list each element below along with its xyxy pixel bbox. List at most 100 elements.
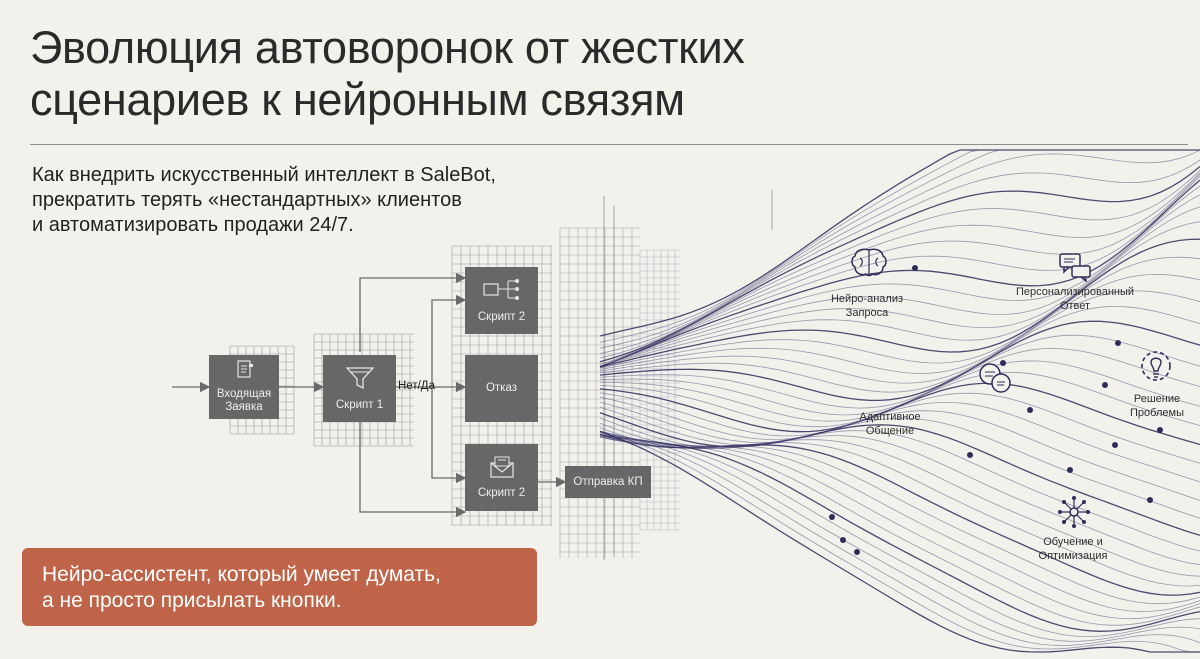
refusal-box: Отказ	[465, 355, 538, 422]
node-analysis-line-1: Нейро-анализ	[830, 293, 904, 305]
brain-icon	[848, 246, 890, 285]
node-solution-line-2: Проблемы	[1130, 407, 1184, 419]
node-adaptive-line-1: Адаптивное	[859, 411, 921, 423]
neural-wave-line	[599, 170, 1200, 365]
grid-fade	[639, 249, 680, 531]
neural-wave-line	[599, 433, 1200, 638]
callout-line-2: а не просто присылать кнопки.	[42, 589, 342, 612]
neural-wave-line	[599, 436, 1200, 620]
neural-wave-line	[599, 422, 1200, 566]
send-offer-box: Отправка КП	[565, 466, 651, 498]
arrow-script1-to-bottom	[359, 422, 467, 518]
title-line-2: сценариев к нейронным связям	[30, 74, 685, 125]
neural-wave-line	[599, 320, 1200, 402]
neural-wave-line	[599, 194, 1200, 367]
neural-wave-line	[599, 427, 1200, 577]
title-divider	[30, 144, 1188, 145]
neural-wave-line	[599, 435, 1200, 626]
subtitle-line-2: прекратить терять «нестандартных» клиент…	[32, 189, 462, 211]
neural-connection-dot	[1102, 382, 1108, 388]
neural-wave-line	[599, 430, 1200, 653]
arrow-split-to-script2-bottom	[431, 387, 467, 484]
neural-wave-line	[599, 406, 1200, 519]
subtitle: Как внедрить искусственный интеллект в S…	[32, 163, 592, 238]
neural-wave-line	[599, 417, 1200, 552]
neural-connection-dot	[1112, 442, 1118, 448]
neural-connection-dot	[1027, 407, 1033, 413]
incoming-label-line-2: Заявка	[225, 401, 263, 413]
node-personal-label: Персонализированный Ответ	[1016, 285, 1134, 313]
node-personal-line-1: Персонализированный	[1015, 286, 1135, 298]
neural-wave-line	[599, 392, 1200, 464]
lightbulb-gear-icon	[1138, 350, 1174, 393]
neural-connection-dot	[1067, 467, 1073, 473]
neural-wave-line	[599, 174, 1200, 368]
neural-wave-line	[599, 382, 1200, 446]
conversation-icon	[978, 362, 1012, 399]
node-learning-label: Обучение и Оптимизация	[1039, 535, 1108, 563]
subtitle-line-1: Как внедрить искусственный интеллект в S…	[32, 164, 496, 186]
neural-wave-line	[599, 290, 1200, 384]
node-adaptive-line-2: Общение	[865, 425, 915, 437]
refusal-label: Отказ	[485, 382, 518, 394]
neural-wave-line	[599, 412, 1200, 536]
neural-wave-line	[599, 176, 1200, 368]
script2-bottom-box: Скрипт 2	[465, 444, 538, 511]
node-adaptive-label: Адаптивное Общение	[859, 410, 920, 438]
neural-wave-line	[599, 401, 1200, 501]
funnel-icon	[345, 365, 375, 395]
neural-wave-line	[599, 306, 1200, 393]
neural-connection-dot	[1147, 497, 1153, 503]
node-personal-line-2: Ответ	[1059, 300, 1091, 312]
neural-wave-line	[599, 165, 1200, 363]
node-analysis-label: Нейро-анализ Запроса	[831, 292, 903, 320]
script1-label: Скрипт 1	[335, 399, 384, 411]
envelope-icon	[488, 455, 516, 483]
neural-wave-line	[599, 273, 1200, 374]
node-learning-line-2: Оптимизация	[1038, 550, 1108, 562]
incoming-request-box: Входящая Заявка	[209, 355, 279, 419]
callout-banner: Нейро-ассистент, который умеет думать, а…	[22, 548, 537, 626]
branch-chat-icon	[482, 277, 522, 307]
callout-line-1: Нейро-ассистент, который умеет думать,	[42, 563, 441, 586]
neural-wave-line	[599, 221, 1200, 367]
subtitle-line-3: и автоматизировать продажи 24/7.	[32, 214, 354, 236]
neural-wave-line	[599, 334, 1200, 409]
neural-wave-line	[599, 436, 1200, 612]
no-yes-label: Нет/Да	[398, 380, 435, 392]
neural-wave-line	[599, 159, 1200, 359]
neural-wave-line	[599, 149, 1200, 349]
neural-wave-line	[599, 172, 1200, 367]
neural-wave-line	[599, 430, 1200, 646]
neural-connection-dot	[829, 514, 835, 520]
neural-wave-line	[599, 179, 1200, 368]
page-title: Эволюция автоворонок от жестких сценарие…	[30, 22, 930, 126]
neural-wave-line	[599, 238, 1200, 368]
neural-wave-line	[599, 434, 1200, 632]
neural-wave-line	[599, 431, 1200, 642]
script1-box: Скрипт 1	[323, 355, 396, 422]
send-offer-label: Отправка КП	[573, 475, 643, 488]
neural-wave-line	[599, 431, 1200, 587]
neural-connection-dot	[1000, 360, 1006, 366]
flow-arrows	[172, 272, 567, 518]
script2-bottom-label: Скрипт 2	[477, 487, 526, 499]
neural-wave-line	[599, 396, 1200, 483]
neural-wave-line	[599, 185, 1200, 367]
node-solution-line-1: Решение	[1133, 393, 1181, 405]
document-icon	[233, 360, 255, 384]
neural-connection-dot	[967, 452, 973, 458]
neural-wave-line	[599, 347, 1200, 416]
neural-wave-line	[599, 430, 1200, 653]
neural-waves	[599, 149, 1200, 653]
neural-connection-dot	[1115, 340, 1121, 346]
node-learning-line-1: Обучение и	[1043, 536, 1103, 548]
neural-wave-line	[599, 206, 1200, 367]
chat-bubbles-icon	[1058, 252, 1092, 287]
neural-wave-line	[599, 256, 1200, 369]
script2-top-label: Скрипт 2	[477, 311, 526, 323]
title-line-1: Эволюция автоворонок от жестких	[30, 22, 745, 73]
script2-top-box: Скрипт 2	[465, 267, 538, 334]
node-analysis-line-2: Запроса	[845, 307, 889, 319]
